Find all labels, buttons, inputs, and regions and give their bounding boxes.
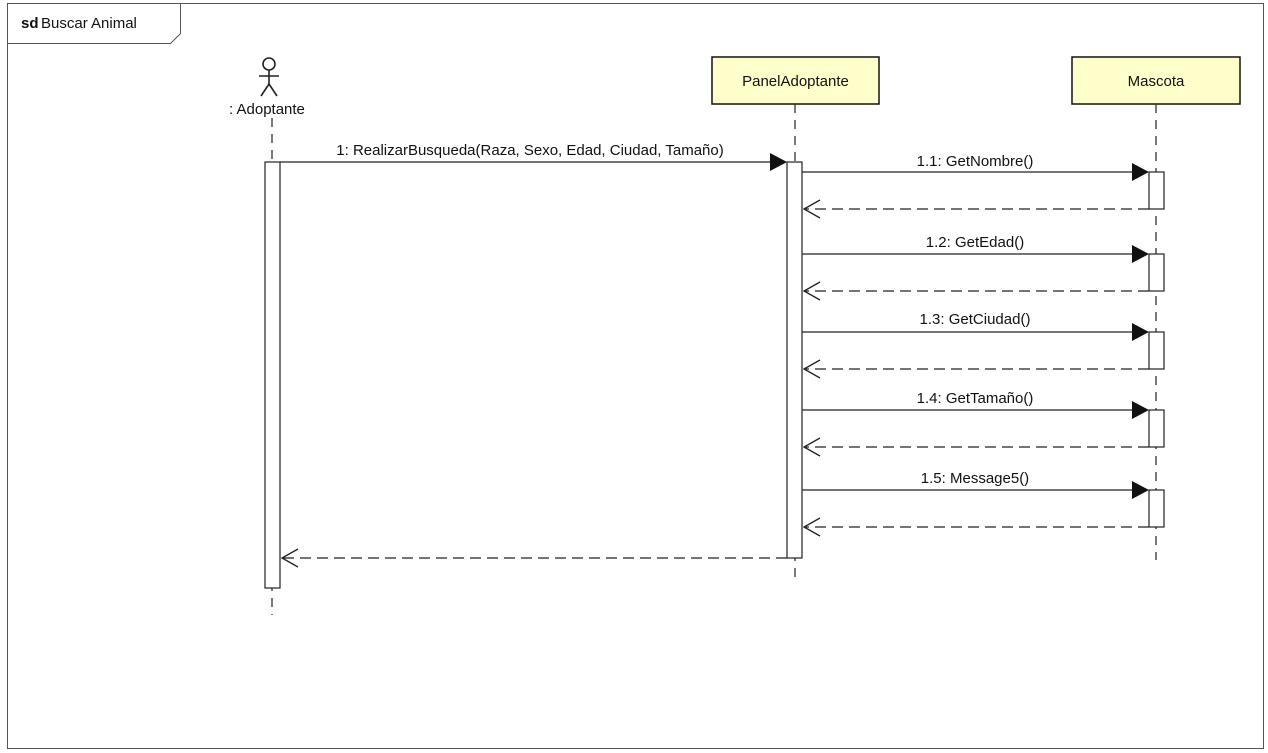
actor-adoptante[interactable]: : Adoptante [229, 57, 305, 118]
arrowhead-filled-icon [1132, 323, 1149, 341]
lifeline-panel-adoptante[interactable]: PanelAdoptante [711, 56, 880, 105]
message-label: 1.3: GetCiudad() [920, 311, 1031, 328]
activation-bar-mascota-3 [1148, 331, 1165, 370]
message-label: 1.1: GetNombre() [917, 153, 1034, 170]
message-label: 1.5: Message5() [921, 470, 1029, 487]
message-get-ciudad[interactable]: 1.3: GetCiudad() [802, 311, 1149, 341]
message-get-nombre[interactable]: 1.1: GetNombre() [802, 153, 1149, 181]
message-get-edad[interactable]: 1.2: GetEdad() [802, 234, 1149, 263]
message-label: 1.2: GetEdad() [926, 234, 1024, 251]
arrowhead-open-icon [802, 281, 821, 301]
return-message[interactable] [802, 281, 1149, 301]
message-label: 1.4: GetTamaño() [917, 390, 1034, 407]
message-message5[interactable]: 1.5: Message5() [802, 470, 1149, 499]
return-message[interactable] [802, 437, 1149, 457]
message-label: 1: RealizarBusqueda(Raza, Sexo, Edad, Ci… [336, 142, 723, 159]
lifeline-box [1071, 56, 1241, 105]
frame-keyword: sd [21, 15, 39, 32]
frame-name-tab [7, 3, 181, 44]
activation-bar-mascota-2 [1148, 253, 1165, 292]
arrowhead-open-icon [802, 437, 821, 457]
arrowhead-open-icon [280, 548, 299, 568]
return-message[interactable] [802, 359, 1149, 379]
message-get-tamano[interactable]: 1.4: GetTamaño() [802, 390, 1149, 419]
stick-figure-icon [259, 57, 279, 97]
return-message[interactable] [802, 517, 1149, 537]
diagram-frame [7, 3, 1264, 749]
arrowhead-open-icon [802, 359, 821, 379]
lifeline-label: Mascota [1128, 73, 1185, 90]
return-message[interactable] [802, 199, 1149, 219]
activation-bar-panel [786, 161, 803, 559]
activation-bar-mascota-1 [1148, 171, 1165, 210]
arrowhead-filled-icon [770, 153, 787, 171]
lifeline-mascota[interactable]: Mascota [1071, 56, 1241, 105]
return-message-to-adoptante[interactable] [280, 548, 787, 568]
actor-label: : Adoptante [229, 101, 305, 118]
activation-bar-adoptante [264, 161, 281, 589]
arrowhead-filled-icon [1132, 481, 1149, 499]
activation-bar-mascota-5 [1148, 489, 1165, 528]
arrowhead-open-icon [802, 517, 821, 537]
arrowhead-filled-icon [1132, 245, 1149, 263]
message-realizar-busqueda[interactable]: 1: RealizarBusqueda(Raza, Sexo, Edad, Ci… [280, 142, 787, 171]
arrowhead-filled-icon [1132, 401, 1149, 419]
frame-title: Buscar Animal [41, 15, 137, 32]
arrowhead-filled-icon [1132, 163, 1149, 181]
activation-bar-mascota-4 [1148, 409, 1165, 448]
lifeline-label: PanelAdoptante [742, 73, 849, 90]
arrowhead-open-icon [802, 199, 821, 219]
